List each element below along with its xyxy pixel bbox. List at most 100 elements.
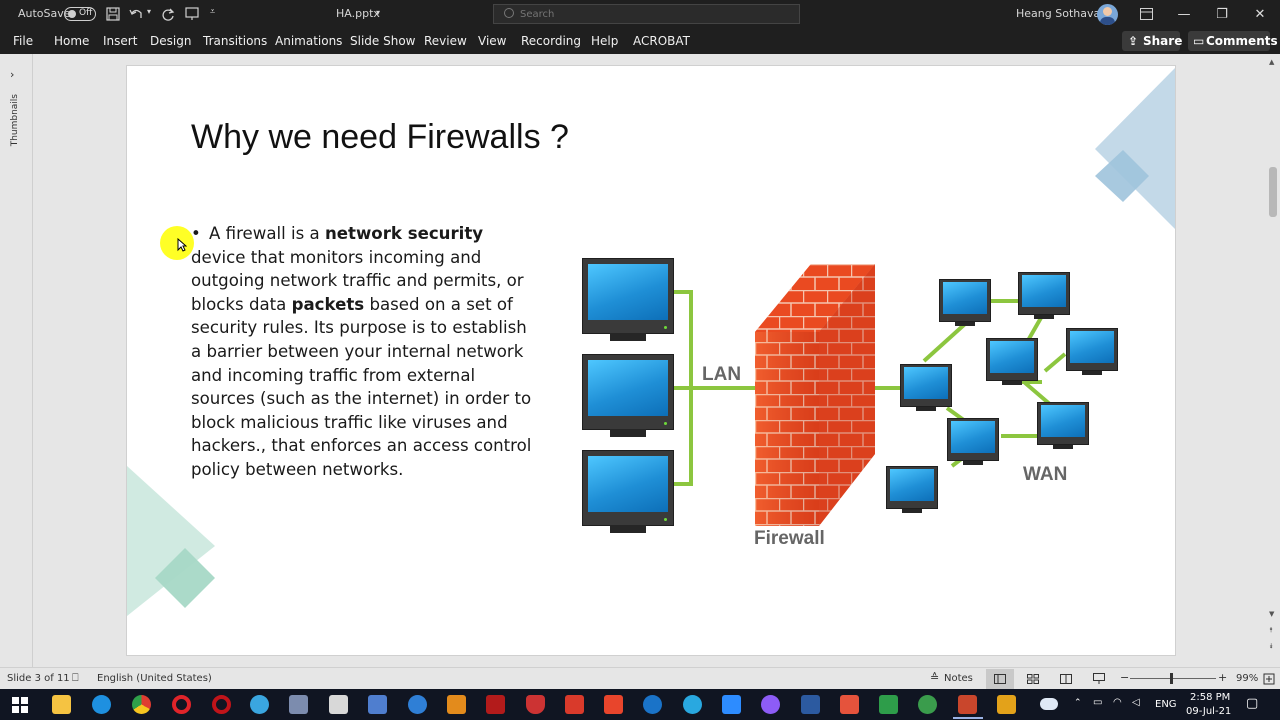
word-icon[interactable] — [801, 695, 820, 714]
slide-title[interactable]: Why we need Firewalls ? — [191, 118, 569, 156]
bullet-text[interactable]: •A firewall is a network security device… — [191, 222, 536, 482]
firewall-diagram: LAN — [127, 66, 1175, 655]
language-status[interactable]: English (United States) — [97, 673, 212, 684]
user-name[interactable]: Heang Sothavan — [1016, 7, 1108, 20]
teamviewer-icon[interactable] — [643, 695, 662, 714]
comments-label: Comments — [1206, 34, 1278, 48]
tab-home[interactable]: Home — [54, 34, 90, 48]
accessibility-icon[interactable]: ⎕ — [72, 671, 79, 684]
previous-slide-icon[interactable]: ⯭ — [1269, 626, 1274, 634]
control-panel-icon[interactable] — [289, 695, 308, 714]
screen-recorder-icon[interactable] — [565, 695, 584, 714]
expand-thumbnails-icon[interactable]: › — [10, 68, 15, 81]
notifications-icon[interactable]: ▢ — [1246, 696, 1259, 711]
share-button[interactable]: ⇪ Share — [1122, 31, 1182, 51]
close-button[interactable]: ✕ — [1254, 7, 1266, 22]
zoom-icon[interactable] — [722, 695, 741, 714]
notepad-icon[interactable] — [329, 695, 348, 714]
restore-button[interactable]: ❐ — [1216, 7, 1228, 22]
comments-button[interactable]: ▭ Comments — [1188, 31, 1278, 51]
zoom-slider-thumb[interactable] — [1170, 673, 1173, 684]
notes-icon: ≙ — [930, 671, 940, 684]
opera-gx-icon[interactable] — [212, 695, 231, 714]
clock-date[interactable]: 09-Jul-21 — [1186, 706, 1232, 717]
tab-slide-show[interactable]: Slide Show — [350, 34, 416, 48]
next-slide-icon[interactable]: ⯯ — [1269, 642, 1274, 650]
battery-icon[interactable]: ▭ — [1093, 697, 1103, 708]
app-icon-blue[interactable] — [408, 695, 427, 714]
clock-time[interactable]: 2:58 PM — [1190, 692, 1231, 703]
zoom-out-icon[interactable]: − — [1120, 671, 1130, 684]
opera-icon[interactable] — [172, 695, 191, 714]
title-bar: AutoSave Off ▾ ⩡ HA.pptx ▾ Heang Sothava… — [0, 0, 1280, 29]
anydesk-icon[interactable] — [604, 695, 623, 714]
scroll-up-icon[interactable]: ▲ — [1269, 58, 1275, 66]
fit-to-window-icon[interactable] — [1263, 673, 1275, 685]
file-name[interactable]: HA.pptx — [336, 7, 380, 20]
autosave-state: Off — [79, 8, 93, 18]
file-explorer-icon[interactable] — [52, 695, 71, 714]
ribbon-display-options-icon[interactable] — [1140, 8, 1153, 20]
avatar[interactable] — [1097, 4, 1118, 25]
tab-view[interactable]: View — [478, 34, 507, 48]
maps-icon[interactable] — [879, 695, 898, 714]
tab-acrobat[interactable]: ACROBAT — [633, 34, 690, 48]
share-icon: ⇪ — [1128, 34, 1139, 48]
search-box[interactable] — [493, 4, 800, 24]
input-language[interactable]: ENG — [1155, 699, 1177, 710]
autosave-toggle[interactable]: Off — [64, 7, 96, 21]
search-input[interactable] — [520, 7, 790, 21]
notes-button[interactable]: Notes — [944, 673, 973, 684]
wps-icon[interactable] — [840, 695, 859, 714]
scrollbar-thumb[interactable] — [1269, 167, 1277, 217]
undo-icon[interactable] — [129, 7, 143, 21]
tab-recording[interactable]: Recording — [521, 34, 582, 48]
slide-sorter-icon[interactable] — [1027, 674, 1039, 684]
minimize-button[interactable]: — — [1177, 7, 1191, 22]
bullet-glyph: • — [191, 224, 201, 243]
telegram-icon[interactable] — [683, 695, 702, 714]
windows-start-icon[interactable] — [12, 697, 28, 713]
tab-review[interactable]: Review — [424, 34, 467, 48]
save-icon[interactable] — [106, 7, 120, 21]
chrome-icon[interactable] — [132, 695, 151, 714]
tab-help[interactable]: Help — [591, 34, 619, 48]
tab-file[interactable]: File — [13, 34, 34, 48]
normal-view-button[interactable] — [986, 669, 1014, 689]
present-from-beginning-icon[interactable] — [185, 7, 199, 21]
show-hidden-icons-icon[interactable]: ⌃ — [1074, 698, 1082, 708]
wifi-icon[interactable]: ◠ — [1113, 697, 1122, 708]
messenger-icon[interactable] — [761, 695, 780, 714]
security-shield-icon[interactable] — [526, 695, 545, 714]
redo-icon[interactable] — [161, 7, 175, 21]
vertical-scrollbar[interactable]: ▲ ▼ ⯭ ⯯ — [1266, 54, 1280, 667]
edge-icon[interactable] — [250, 695, 269, 714]
zoom-slider[interactable] — [1130, 678, 1216, 679]
virtualbox-icon[interactable] — [447, 695, 466, 714]
thumbnails-label[interactable]: Thumbnails — [10, 94, 20, 147]
internet-explorer-icon[interactable] — [92, 695, 111, 714]
taskbar: ⌃ ▭ ◠ ◁ ENG 2:58 PM 09-Jul-21 ▢ — [0, 689, 1280, 720]
slide-counter[interactable]: Slide 3 of 11 — [7, 673, 70, 684]
filezilla-icon[interactable] — [486, 695, 505, 714]
tab-animations[interactable]: Animations — [275, 34, 343, 48]
network-app-icon[interactable] — [918, 695, 937, 714]
customize-toolbar-icon[interactable]: ⩡ — [210, 7, 216, 17]
zoom-level[interactable]: 99% — [1236, 673, 1259, 684]
sublime-text-icon[interactable] — [997, 695, 1016, 714]
tab-design[interactable]: Design — [150, 34, 192, 48]
onedrive-icon[interactable] — [1040, 698, 1058, 710]
tab-insert[interactable]: Insert — [103, 34, 138, 48]
reading-view-icon[interactable] — [1060, 674, 1072, 684]
undo-dropdown-icon[interactable]: ▾ — [147, 7, 152, 16]
powerpoint-icon[interactable] — [958, 695, 977, 714]
volume-icon[interactable]: ◁ — [1132, 697, 1140, 708]
zoom-in-icon[interactable]: + — [1218, 671, 1228, 684]
tab-transitions[interactable]: Transitions — [203, 34, 268, 48]
scroll-down-icon[interactable]: ▼ — [1269, 610, 1275, 618]
slide-canvas[interactable]: Why we need Firewalls ? •A firewall is a… — [126, 65, 1176, 656]
remote-desktop-icon[interactable] — [368, 695, 387, 714]
active-app-indicator — [953, 717, 983, 719]
slide-show-icon[interactable] — [1093, 673, 1105, 685]
file-name-dropdown-icon[interactable]: ▾ — [376, 8, 381, 17]
